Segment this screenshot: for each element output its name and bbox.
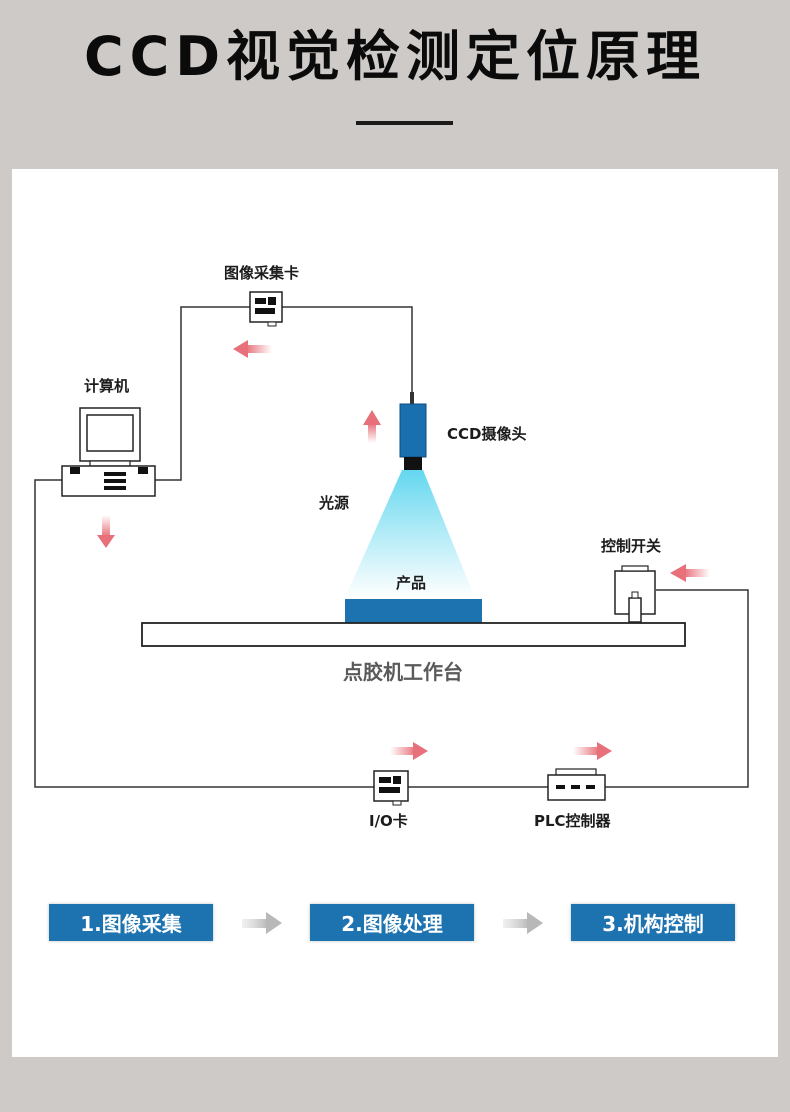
connection-wires bbox=[34, 306, 749, 788]
title-underline bbox=[356, 121, 453, 125]
label-product: 产品 bbox=[396, 574, 427, 592]
worktable-bar bbox=[141, 622, 686, 647]
flow-arrow-left-to-computer bbox=[233, 340, 272, 358]
flow-arrow-up-from-camera bbox=[363, 410, 381, 443]
capture-card-icon bbox=[249, 291, 283, 327]
label-light-source: 光源 bbox=[319, 494, 350, 512]
label-worktable: 点胶机工作台 bbox=[343, 660, 463, 684]
page-title: CCD视觉检测定位原理 bbox=[83, 25, 707, 88]
computer-icon bbox=[61, 407, 156, 497]
step-arrow-1-to-2 bbox=[242, 912, 282, 934]
label-plc-controller: PLC控制器 bbox=[534, 812, 611, 830]
plc-controller-icon bbox=[547, 768, 606, 801]
step-mechanism-control: 3.机构控制 bbox=[571, 904, 735, 941]
io-card-icon bbox=[373, 770, 409, 806]
wire-computer-to-io bbox=[34, 479, 374, 788]
ccd-camera-icon bbox=[399, 392, 427, 470]
label-capture-card: 图像采集卡 bbox=[224, 264, 300, 282]
label-ccd-camera: CCD摄像头 bbox=[447, 425, 527, 443]
flow-arrow-down-from-computer bbox=[97, 515, 115, 548]
label-computer: 计算机 bbox=[84, 377, 130, 395]
flow-arrow-right-to-plc bbox=[573, 742, 612, 760]
product-block bbox=[345, 599, 482, 623]
step-image-capture: 1.图像采集 bbox=[49, 904, 213, 941]
control-switch-icon bbox=[614, 565, 656, 623]
light-beam bbox=[345, 470, 475, 598]
step-image-processing: 2.图像处理 bbox=[310, 904, 474, 941]
step-arrow-2-to-3 bbox=[503, 912, 543, 934]
flow-arrow-right-to-io bbox=[390, 742, 428, 760]
flow-arrow-left-to-switch bbox=[670, 564, 710, 582]
label-io-card: I/O卡 bbox=[369, 812, 408, 830]
label-control-switch: 控制开关 bbox=[601, 537, 662, 555]
wire-card-to-camera bbox=[282, 306, 413, 392]
wire-plc-to-switch bbox=[605, 589, 749, 788]
wire-computer-to-card bbox=[155, 306, 250, 481]
